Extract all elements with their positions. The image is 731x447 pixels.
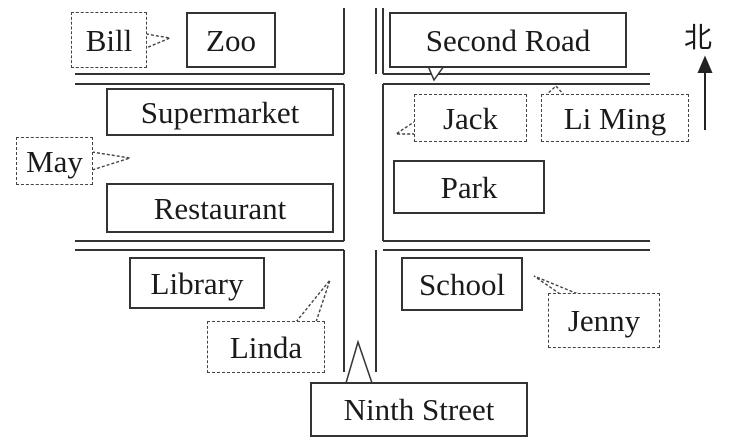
north-arrow-icon: [697, 55, 713, 130]
jenny-label: Jenny: [548, 293, 660, 348]
may-pointer: [91, 151, 131, 171]
zoo-label: Zoo: [186, 12, 276, 68]
jenny-pointer: [533, 275, 579, 295]
bill-label: Bill: [71, 12, 147, 68]
li-ming-label: Li Ming: [541, 94, 689, 142]
north-label: 北: [684, 21, 713, 54]
jack-label: Jack: [414, 94, 527, 142]
bill-pointer: [145, 33, 173, 49]
supermarket-label: Supermarket: [106, 88, 334, 136]
linda-label: Linda: [207, 321, 325, 373]
second-road-pointer: [427, 65, 445, 82]
library-label: Library: [129, 257, 265, 309]
park-label: Park: [393, 160, 545, 214]
linda-pointer: [295, 279, 331, 323]
ninth-street-label: Ninth Street: [310, 382, 528, 437]
ninth-street-pointer: [345, 339, 373, 384]
second-road-label: Second Road: [389, 12, 627, 68]
li-ming-pointer: [544, 85, 566, 97]
restaurant-label: Restaurant: [106, 183, 334, 233]
may-label: May: [16, 137, 93, 185]
school-label: School: [401, 257, 523, 311]
